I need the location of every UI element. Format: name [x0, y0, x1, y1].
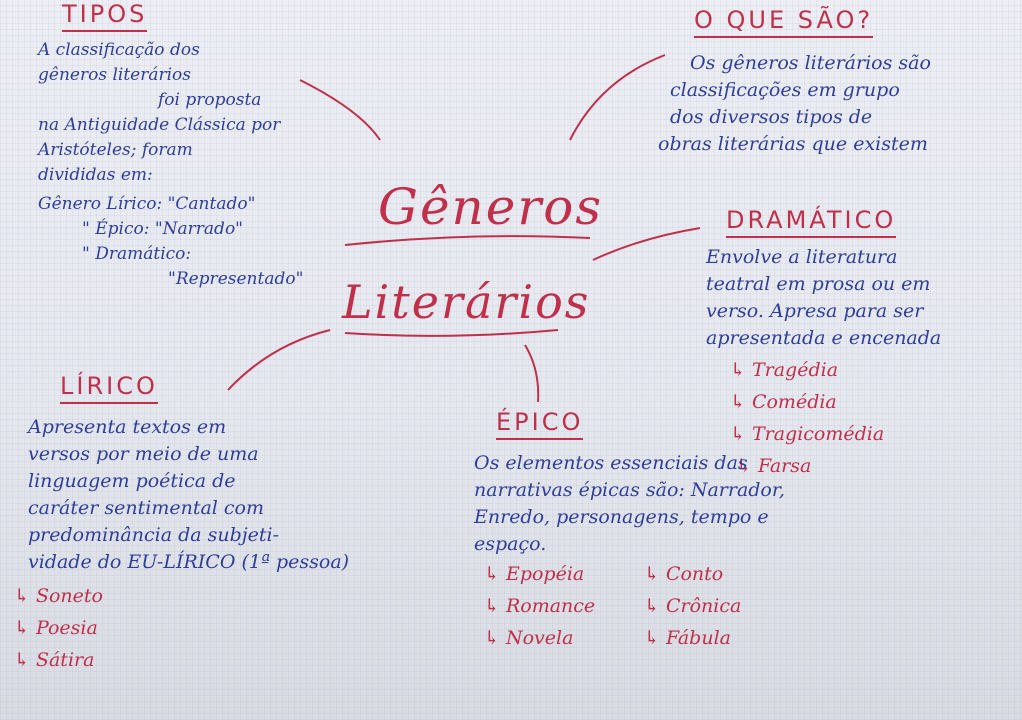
epico-text: Os elementos essenciais das narrativas é… [474, 450, 785, 558]
epico-line: narrativas épicas são: Narrador, [474, 479, 785, 501]
epico-line: Os elementos essenciais das [474, 452, 748, 474]
lirico-title: LÍRICO [60, 372, 158, 404]
tipos-line: "Representado" [168, 269, 304, 289]
dramatico-line: apresentada e encenada [706, 327, 942, 349]
tipos-line: gêneros literários [38, 65, 191, 85]
epico-title: ÉPICO [496, 408, 584, 440]
center-underline-1 [344, 235, 591, 246]
oque-line: Os gêneros literários são [690, 52, 931, 74]
dramatico-title: DRAMÁTICO [726, 206, 897, 238]
tipos-section: TIPOS A classificação dos gêneros literá… [38, 0, 303, 292]
lirico-line: Apresenta textos em [28, 416, 227, 438]
epico-line: espaço. [474, 533, 547, 555]
center-title-generos: Gêneros [378, 178, 603, 236]
epico-item: ↳ Crônica [644, 595, 742, 617]
center-title-literarios: Literários [342, 275, 591, 329]
connector-oque [569, 54, 666, 141]
epico-section: ÉPICO Os elementos essenciais das narrat… [474, 408, 785, 654]
epico-item: ↳ Novela [484, 627, 574, 649]
tipos-title: TIPOS [62, 0, 148, 32]
lirico-section: LÍRICO Apresenta textos em versos por me… [14, 372, 349, 676]
epico-item: ↳ Epopéia [484, 563, 585, 585]
dramatico-line: Envolve a literatura [706, 246, 898, 268]
lirico-line: caráter sentimental com [28, 497, 264, 519]
dramatico-item: ↳ Farsa [736, 455, 812, 477]
connector-dramatico [592, 227, 701, 261]
lirico-line: vidade do EU-LÍRICO (1ª pessoa) [28, 551, 350, 573]
lirico-item: ↳ Poesia [14, 617, 98, 639]
tipos-line: " Dramático: [82, 244, 192, 264]
epico-list-left: ↳ Epopéia ↳ Romance ↳ Novela [484, 558, 644, 654]
epico-lists: ↳ Epopéia ↳ Romance ↳ Novela ↳ Conto ↳ C… [484, 558, 785, 654]
center-underline-2 [344, 329, 559, 337]
dramatico-list: ↳ Tragédia ↳ Comédia ↳ Tragicomédia ↳ Fa… [730, 354, 941, 482]
lirico-line: versos por meio de uma [28, 443, 259, 465]
dramatico-item: ↳ Tragicomédia [730, 423, 885, 445]
oque-line: classificações em grupo [670, 79, 900, 101]
epico-line: Enredo, personagens, tempo e [474, 506, 769, 528]
connector-tipos [299, 79, 381, 141]
epico-list-right: ↳ Conto ↳ Crônica ↳ Fábula [644, 558, 741, 654]
tipos-line: " Épico: "Narrado" [82, 219, 243, 239]
oque-line: dos diversos tipos de [670, 106, 873, 128]
lirico-text: Apresenta textos em versos por meio de u… [28, 414, 349, 576]
connector-epico [524, 344, 540, 403]
tipos-line: Gênero Lírico: "Cantado" [38, 194, 256, 214]
dramatico-item: ↳ Tragédia [730, 359, 839, 381]
lirico-item: ↳ Soneto [14, 585, 103, 607]
tipos-line: Aristóteles; foram [38, 140, 193, 160]
oque-line: obras literárias que existem [658, 133, 928, 155]
oque-section: O QUE SÃO? Os gêneros literários são cla… [658, 6, 931, 158]
tipos-line: divididas em: [38, 165, 153, 185]
epico-item: ↳ Romance [484, 595, 596, 617]
lirico-item: ↳ Sátira [14, 649, 95, 671]
epico-item: ↳ Conto [644, 563, 724, 585]
lirico-list: ↳ Soneto ↳ Poesia ↳ Sátira [14, 580, 349, 676]
tipos-text: A classificação dos gêneros literários f… [38, 38, 303, 292]
dramatico-section: DRAMÁTICO Envolve a literatura teatral e… [706, 206, 941, 482]
dramatico-text: Envolve a literatura teatral em prosa ou… [706, 244, 941, 352]
oque-title: O QUE SÃO? [694, 6, 874, 38]
oque-text: Os gêneros literários são classificações… [658, 50, 931, 158]
lirico-line: predominância da subjeti- [28, 524, 280, 546]
tipos-line: na Antiguidade Clássica por [38, 115, 281, 135]
dramatico-line: verso. Apresa para ser [706, 300, 924, 322]
connector-lirico [227, 329, 331, 391]
lirico-line: linguagem poética de [28, 470, 236, 492]
dramatico-item: ↳ Comédia [730, 391, 837, 413]
dramatico-line: teatral em prosa ou em [706, 273, 931, 295]
tipos-line: A classificação dos [38, 40, 200, 60]
epico-item: ↳ Fábula [644, 627, 731, 649]
tipos-line: foi proposta [158, 90, 262, 110]
